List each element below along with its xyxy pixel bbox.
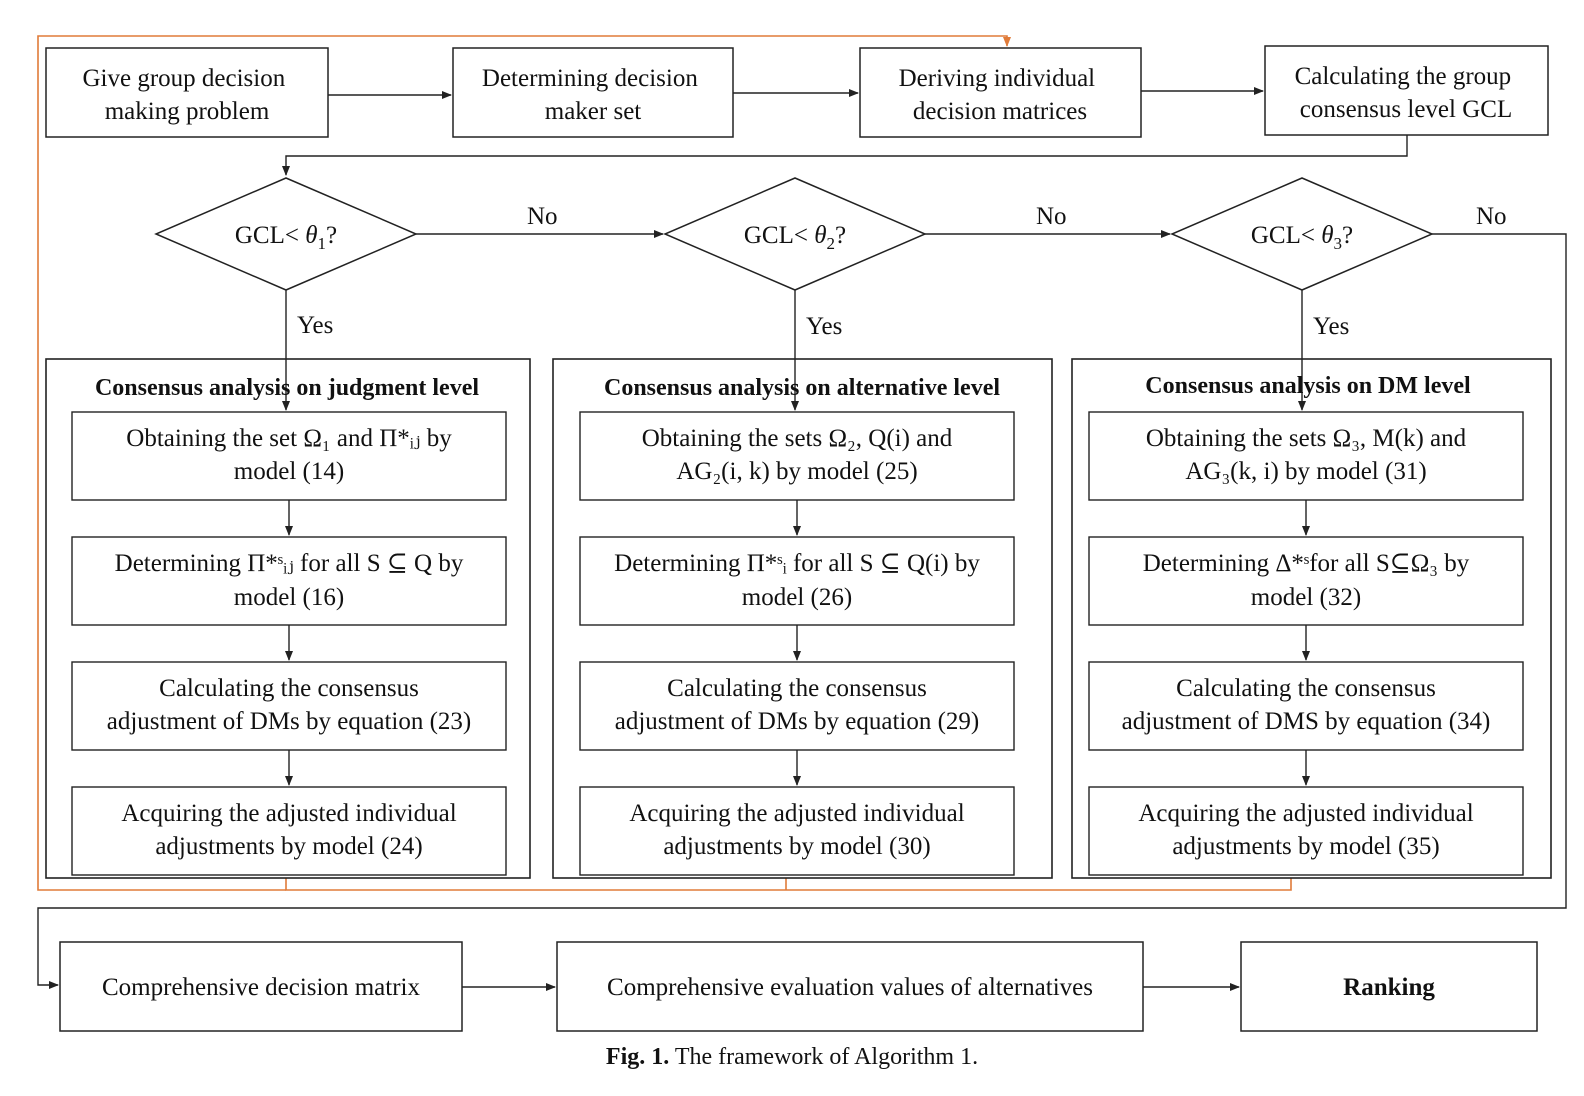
- panel-heading: Consensus analysis on DM level: [1145, 373, 1471, 399]
- bottom-row: Comprehensive decision matrix Comprehens…: [59, 941, 1538, 1032]
- decision-row: GCL< θ1? GCL< θ2? GCL< θ3? No No No Yes …: [37, 177, 1567, 989]
- svg-text:Determining Π*ˢᵢ for all S ⊆ Q: Determining Π*ˢᵢ for all S ⊆ Q(i) by mode…: [614, 550, 980, 611]
- step-line-1: Calculating the consensus: [159, 675, 419, 702]
- derive-matrices-line-2: decision matrices: [913, 98, 1087, 125]
- determine-dm-line-1: Determining decision: [482, 65, 698, 92]
- step-box: [1088, 411, 1524, 501]
- step-box: [71, 786, 507, 876]
- derive-matrices-box: [859, 47, 1142, 138]
- figure-title: The framework of Algorithm 1.: [674, 1044, 979, 1070]
- comprehensive-values-box: [556, 941, 1144, 1032]
- step-line-1: Obtaining the sets Ω₃, M(k) and: [1146, 425, 1467, 452]
- step-line-2: adjustment of DMs by equation (29): [615, 708, 980, 735]
- no-label-2: No: [1036, 203, 1067, 230]
- comprehensive-values-text: Comprehensive evaluation values of alter…: [607, 974, 1093, 1001]
- panel-heading: Consensus analysis on judgment level: [95, 375, 479, 401]
- determine-dm-line-2: maker set: [545, 98, 642, 125]
- calculate-gcl-line-1: Calculating the group: [1295, 63, 1512, 90]
- step-line-2: adjustments by model (30): [663, 833, 930, 860]
- decision-label-3: GCL< θ3?: [1251, 222, 1353, 253]
- step-line-2: model (14): [234, 458, 344, 485]
- step-line-2: AG₂(i, k) by model (25): [676, 458, 917, 485]
- decision-label-2: GCL< θ2?: [744, 222, 846, 253]
- derive-matrices-line-1: Deriving individual: [899, 65, 1096, 92]
- step-line-2: adjustments by model (24): [155, 833, 422, 860]
- svg-text:Acquiring the adjusted individ: Acquiring the adjusted individual adjustm…: [629, 800, 964, 860]
- step-box: [1088, 661, 1524, 751]
- ranking-box: [1240, 941, 1538, 1032]
- step-box: [579, 411, 1015, 501]
- svg-text:Determining decision mak: Determining decision maker set: [482, 65, 704, 125]
- decision-label-1: GCL< θ1?: [235, 222, 337, 253]
- step-line-1: Obtaining the sets Ω₂, Q(i) and: [642, 425, 953, 452]
- step-line-1: Acquiring the adjusted individual: [1138, 800, 1473, 827]
- ranking-text: Ranking: [1343, 974, 1435, 1001]
- step-box: [1088, 786, 1524, 876]
- svg-text:Determining Π*ˢᵢⱼ for all S ⊆: Determining Π*ˢᵢⱼ for all S ⊆ Q by model …: [115, 550, 464, 611]
- step-box: [71, 661, 507, 751]
- step-line-1: Determining Δ*ˢfor all S⊆Ω₃ by: [1143, 550, 1470, 577]
- figure-caption: Fig. 1. The framework of Algorithm 1.: [0, 1044, 1584, 1071]
- svg-text:Determining Δ*ˢfor all S⊆Ω₃ by: Determining Δ*ˢfor all S⊆Ω₃ by model (32): [1143, 550, 1470, 611]
- svg-text:Calculating the group co: Calculating the group consensus level GC…: [1295, 63, 1518, 123]
- give-problem-line-2: making problem: [105, 98, 270, 125]
- calculate-gcl-line-2: consensus level GCL: [1300, 96, 1512, 123]
- step-line-1: Calculating the consensus: [667, 675, 927, 702]
- step-box: [579, 536, 1015, 626]
- panel-heading: Consensus analysis on alternative level: [604, 375, 1000, 401]
- step-line-1: Obtaining the set Ω₁ and Π*ᵢⱼ by: [126, 425, 452, 452]
- panel-dm-level: Consensus analysis on DM level Obtaining…: [1071, 358, 1552, 879]
- svg-text:Give group decision maki: Give group decision making problem: [83, 65, 292, 125]
- flowchart: Give group decision making problem Deter…: [37, 35, 1567, 1032]
- top-row: Give group decision making problem Deter…: [45, 45, 1549, 176]
- step-box: [71, 536, 507, 626]
- yes-label-2: Yes: [806, 313, 842, 340]
- step-line-2: AG₃(k, i) by model (31): [1185, 458, 1426, 485]
- arrow-no-3-to-bottom: [37, 233, 1567, 989]
- step-box: [71, 411, 507, 501]
- step-line-1: Determining Π*ˢᵢⱼ for all S ⊆ Q by: [115, 550, 464, 577]
- step-line-1: Acquiring the adjusted individual: [629, 800, 964, 827]
- panel-alternative-level: Consensus analysis on alternative level …: [552, 358, 1053, 879]
- step-line-2: adjustments by model (35): [1172, 833, 1439, 860]
- no-label-3: No: [1476, 203, 1507, 230]
- svg-text:Acquiring the adjusted individ: Acquiring the adjusted individual adjustm…: [121, 800, 456, 860]
- step-box: [1088, 536, 1524, 626]
- step-line-2: adjustment of DMs by equation (23): [107, 708, 472, 735]
- step-line-2: adjustment of DMS by equation (34): [1122, 708, 1491, 735]
- step-line-1: Acquiring the adjusted individual: [121, 800, 456, 827]
- yes-label-3: Yes: [1313, 313, 1349, 340]
- figure-label: Fig. 1.: [605, 1044, 670, 1070]
- determine-dm-box: [452, 47, 734, 138]
- step-box: [579, 661, 1015, 751]
- step-line-2: model (26): [742, 584, 852, 611]
- yes-label-1: Yes: [297, 312, 333, 339]
- step-line-2: model (16): [234, 584, 344, 611]
- step-line-2: model (32): [1251, 584, 1361, 611]
- calculate-gcl-box: [1264, 45, 1549, 136]
- step-line-1: Determining Π*ˢᵢ for all S ⊆ Q(i) by: [614, 550, 980, 577]
- give-problem-line-1: Give group decision: [83, 65, 286, 92]
- comprehensive-matrix-box: [59, 941, 463, 1032]
- step-box: [579, 786, 1015, 876]
- comprehensive-matrix-text: Comprehensive decision matrix: [102, 974, 420, 1001]
- feedback-loop: [37, 35, 1292, 891]
- svg-text:Obtaining the set Ω₁ and Π*ᵢⱼ: Obtaining the set Ω₁ and Π*ᵢⱼ by model (1…: [126, 425, 452, 485]
- step-line-1: Calculating the consensus: [1176, 675, 1436, 702]
- svg-text:Deriving individual deci: Deriving individual decision matrices: [899, 65, 1102, 125]
- give-problem-box: [45, 47, 329, 138]
- panel-judgment-level: Consensus analysis on judgment level Obt…: [45, 358, 531, 879]
- arrow-calculate-to-decision-1: [282, 135, 1408, 176]
- svg-text:Acquiring the adjusted individ: Acquiring the adjusted individual adjustm…: [1138, 800, 1473, 860]
- no-label-1: No: [527, 203, 558, 230]
